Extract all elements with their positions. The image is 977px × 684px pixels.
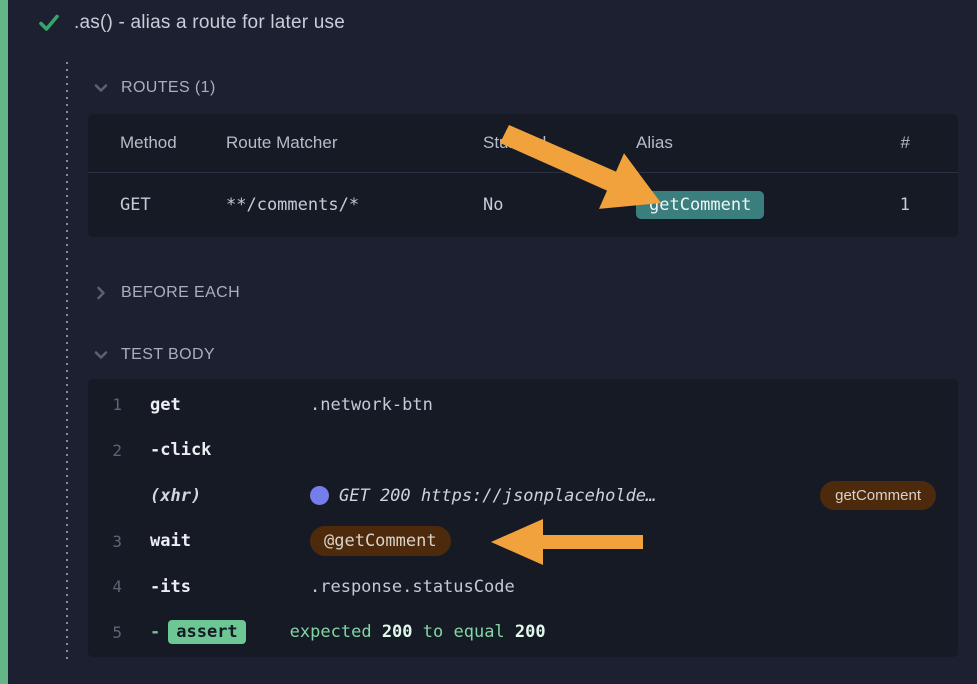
command-row-get[interactable]: 1 get .network-btn <box>88 382 958 428</box>
xhr-status-dot-icon <box>310 486 329 506</box>
test-title: .as() - alias a route for later use <box>74 12 345 33</box>
command-name: -its <box>150 576 191 597</box>
command-message: GET 200 https://jsonplaceholde… getComme… <box>310 481 958 511</box>
routes-section-label: ROUTES (1) <box>121 79 216 96</box>
command-number: 2 <box>112 440 122 460</box>
command-row-xhr-event[interactable]: (xhr) GET 200 https://jsonplaceholde… ge… <box>88 473 958 519</box>
command-row-wait[interactable]: 3 wait @getComment <box>88 519 958 565</box>
command-message: @getComment <box>310 526 958 557</box>
test-body-section-header[interactable]: TEST BODY <box>93 346 215 364</box>
command-number: 1 <box>112 395 122 415</box>
before-each-section-label: BEFORE EACH <box>121 284 241 301</box>
route-stubbed: No <box>483 194 504 215</box>
test-body-section-label: TEST BODY <box>121 346 215 363</box>
command-row-click[interactable]: 2 -click <box>88 428 958 474</box>
chevron-right-icon <box>97 286 105 300</box>
col-count: # <box>900 133 910 152</box>
test-passed-indicator-bar <box>0 0 8 684</box>
command-name: get <box>150 394 181 415</box>
chevron-down-icon <box>94 84 108 92</box>
routes-table-header: Method Route Matcher Stubbed Alias # <box>88 114 958 173</box>
command-number: 4 <box>112 577 122 597</box>
col-method: Method <box>120 133 177 152</box>
command-log: 1 get .network-btn 2 -click (xhr) GET 20… <box>88 379 958 657</box>
command-number: 3 <box>112 531 122 551</box>
chevron-down-icon <box>94 351 108 359</box>
col-alias: Alias <box>636 133 673 152</box>
route-method: GET <box>120 194 151 215</box>
assert-text: expected <box>289 622 372 643</box>
command-row-assert[interactable]: 5 - assert expected 200 to equal 200 <box>88 610 958 656</box>
command-number: 5 <box>112 622 122 642</box>
check-icon <box>39 14 59 31</box>
command-row-its[interactable]: 4 -its .response.statusCode <box>88 564 958 610</box>
route-count: 1 <box>899 194 910 215</box>
assert-dash: - <box>150 622 161 643</box>
assert-message: expected 200 to equal 200 <box>290 622 958 642</box>
command-name: wait <box>150 531 191 552</box>
xhr-request-text: GET 200 https://jsonplaceholde… <box>339 485 657 506</box>
route-table-row: GET **/comments/* No getComment 1 <box>88 173 958 236</box>
col-route-matcher: Route Matcher <box>226 133 338 152</box>
test-title-row[interactable]: .as() - alias a route for later use <box>38 12 345 34</box>
xhr-alias-badge[interactable]: getComment <box>820 481 936 511</box>
command-name: (xhr) <box>150 485 202 506</box>
command-message: .network-btn <box>310 394 433 415</box>
routes-table: Method Route Matcher Stubbed Alias # GET… <box>88 114 958 237</box>
route-matcher: **/comments/* <box>226 194 360 215</box>
command-name: -click <box>150 440 212 461</box>
assert-actual-value: 200 <box>514 622 546 643</box>
assert-badge: assert <box>168 620 246 645</box>
command-message: .response.statusCode <box>310 576 515 597</box>
route-alias-badge[interactable]: getComment <box>636 190 765 219</box>
routes-section-header[interactable]: ROUTES (1) <box>93 79 216 97</box>
assert-text: to equal <box>422 622 505 643</box>
collapse-guide-line <box>66 62 68 662</box>
col-stubbed: Stubbed <box>483 133 547 152</box>
before-each-section-header[interactable]: BEFORE EACH <box>93 284 240 302</box>
assert-expected-value: 200 <box>381 622 413 643</box>
wait-alias-badge[interactable]: @getComment <box>310 526 451 557</box>
